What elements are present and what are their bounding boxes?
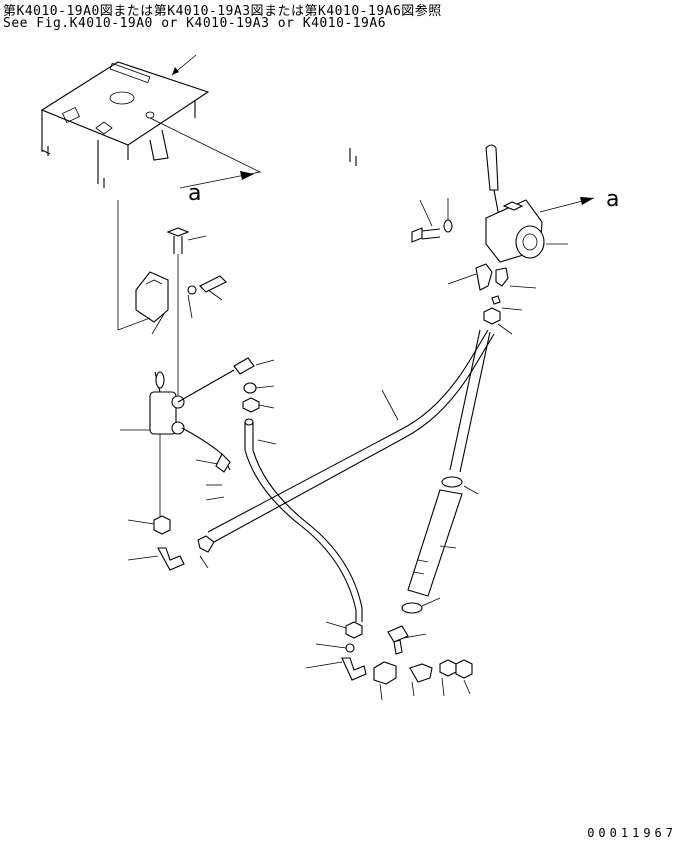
drawing-number: 00011967: [587, 826, 677, 840]
fittings-bottom: [305, 621, 473, 701]
reference-note-japanese: 第K4010-19A0図または第K4010-19A3図または第K4010-19A…: [3, 4, 442, 19]
fittings-upper-center: [197, 359, 275, 569]
tubes: [207, 329, 495, 622]
view-label-left: a: [188, 181, 201, 206]
hose-assembly: [401, 476, 479, 614]
right-valve-assembly: [411, 144, 568, 335]
bolt-and-bracket: [117, 200, 227, 395]
view-label-right: a: [606, 187, 619, 212]
reference-note-english: See Fig.K4010-19A0 or K4010-19A3 or K401…: [3, 16, 387, 31]
mounting-plate: [40, 61, 357, 188]
left-valve-assembly: [120, 357, 255, 571]
reference-leaders: [149, 54, 595, 213]
